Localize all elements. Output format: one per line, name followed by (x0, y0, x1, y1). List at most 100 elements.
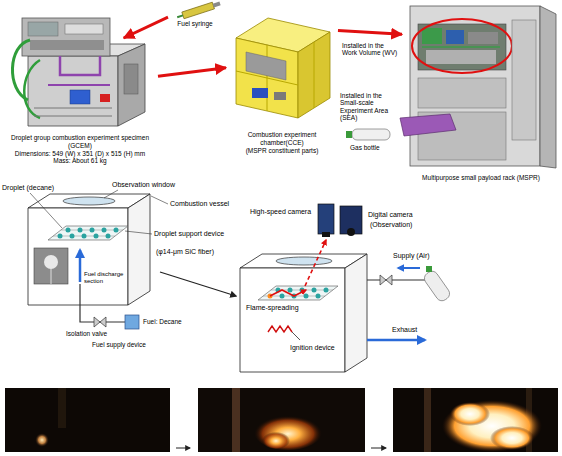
gcem-figure (100, 94, 110, 102)
gcem-figure (118, 44, 145, 126)
annotation-label: Ignition device (290, 344, 335, 352)
cce-figure (314, 42, 315, 108)
mspr-figure (418, 78, 506, 108)
annotation-label: (Observation) (370, 221, 412, 229)
vessel-left-figure (94, 317, 106, 327)
figure-caption-box: Fuel syringe (168, 4, 222, 28)
gcem-figure (22, 18, 110, 56)
vessel-right-figure (345, 254, 367, 372)
annotation-label: Gas bottle (350, 144, 380, 151)
vessel-right-figure (268, 326, 292, 332)
gcem-figure (12, 18, 145, 126)
photo-sequence (5, 388, 170, 452)
gcem-figure (124, 64, 138, 94)
figure-caption-box: Droplet group combustion experiment spec… (2, 38, 158, 165)
annotation-label: Exhaust (392, 326, 417, 334)
vessel-left-figure (94, 234, 99, 239)
gcem-figure (34, 108, 112, 109)
photo-sequence (393, 388, 558, 452)
gcem-figure (30, 40, 104, 50)
vessel-right-figure (276, 257, 332, 265)
annotation-label: Droplet support device (154, 230, 224, 238)
cce-figure (252, 88, 268, 98)
annotation-label: Installed in the Small-scale Experiment … (340, 92, 402, 122)
vessel-right-figure (347, 228, 355, 236)
vessel-right-figure (270, 290, 306, 296)
annotation-label: (φ14-μm SiC fiber) (156, 248, 214, 256)
gas-bottle-figure (346, 129, 390, 140)
annotation-label: Isolation valve (66, 330, 107, 337)
vessel-left-figure (104, 190, 118, 198)
annotation-label: Flame-spreading (246, 304, 299, 312)
caption-text: Combustion experiment chamber(CCE) (228, 131, 336, 147)
figure-caption-box: Multipurpose small payload rack (MSPR) (402, 2, 560, 182)
mspr-figure (512, 20, 536, 140)
red-arrow-connector (124, 17, 168, 38)
gas-bottle-figure (352, 129, 390, 140)
caption-text: Dimensions: 549 (W) x 351 (D) x 515 (H) … (4, 150, 156, 158)
vessel-right-figure (304, 294, 309, 299)
photo-sequence (442, 400, 542, 452)
cce-figure (298, 32, 330, 118)
mspr-figure (412, 19, 512, 73)
annotation-label: Observation window (112, 181, 175, 189)
caption-text: Multipurpose small payload rack (MSPR) (404, 174, 558, 182)
vessel-left-figure (63, 197, 115, 205)
vessel-left-figure (128, 194, 150, 305)
vessel-right-figure (316, 294, 321, 299)
annotation-label: Installed in the Work Volume (WV) (342, 42, 400, 57)
photo-sequence (490, 426, 534, 450)
syringe-figure (176, 0, 221, 21)
vessel-left-figure (30, 193, 62, 228)
mspr-figure (418, 24, 506, 70)
vessel-right-figure (258, 286, 338, 300)
annotation-label: Digital camera (368, 211, 413, 219)
vessel-right-figure (380, 275, 392, 285)
vessel-left-figure (125, 231, 152, 234)
gcem-figure (28, 22, 58, 36)
cce-figure (246, 52, 286, 80)
gcem-figure (65, 24, 103, 34)
photo-sequence (198, 388, 365, 452)
mspr-figure (468, 32, 498, 44)
caption-text: (MSPR constituent parts) (228, 147, 336, 155)
vessel-left-figure (28, 208, 128, 305)
cce-figure (274, 92, 286, 100)
annotation-label: High-speed camera (250, 208, 311, 216)
vessel-right-figure (322, 232, 330, 237)
vessel-left-figure (70, 234, 75, 239)
photo-sequence (176, 448, 190, 449)
vessel-right-figure (240, 268, 345, 372)
caption-text: Fuel syringe (170, 20, 220, 28)
vessel-right-figure (288, 288, 293, 293)
gcem-figure (28, 56, 118, 126)
vessel-left-figure (114, 228, 119, 233)
vessel-left-figure (28, 190, 236, 329)
vessel-right-figure (398, 267, 420, 269)
vessel-left-figure (78, 228, 83, 233)
mspr-figure (422, 46, 500, 48)
annotation-label: Supply (Air) (393, 252, 430, 260)
syringe-figure (213, 1, 221, 7)
gcem-figure (70, 90, 90, 104)
vessel-left-figure (90, 228, 95, 233)
photo-sequence (58, 388, 66, 428)
figure-space (170, 4, 220, 20)
gas-bottle-figure (346, 131, 352, 138)
photo-sequence (262, 431, 290, 449)
mspr-figure (410, 6, 540, 166)
photo-sequence (254, 414, 322, 450)
vessel-left-figure (51, 269, 52, 284)
cce-figure (236, 18, 330, 118)
photo-sequence (371, 448, 386, 449)
vessel-left-figure (58, 234, 63, 239)
vessel-left-figure (125, 315, 139, 329)
mspr-figure (400, 6, 556, 168)
vessel-right-figure (312, 288, 317, 293)
vessel-right-figure (318, 204, 334, 234)
vessel-right-figure (292, 332, 300, 340)
mspr-figure (400, 114, 456, 136)
